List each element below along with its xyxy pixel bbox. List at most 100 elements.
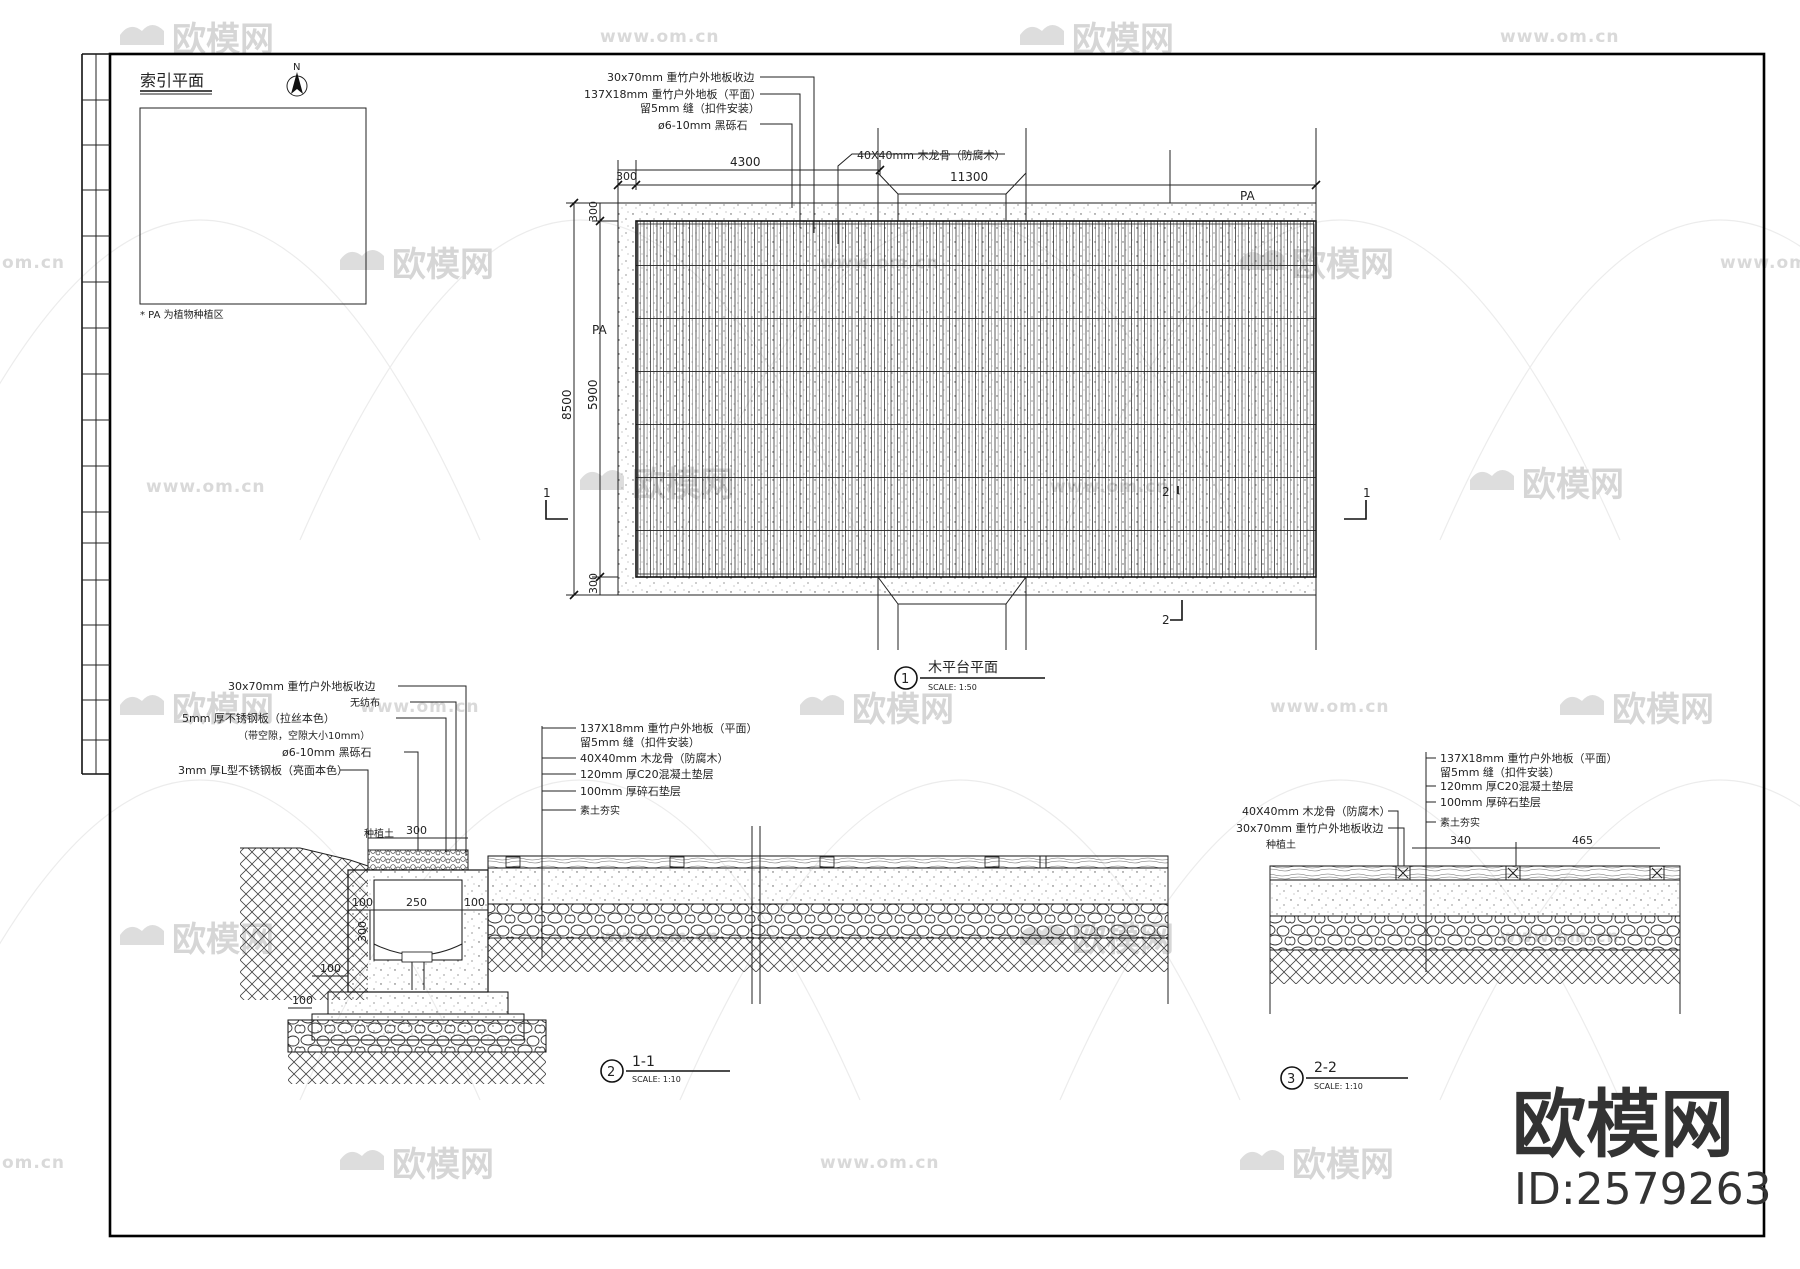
brand-large-text: 欧模网 bbox=[1512, 1082, 1734, 1168]
sec1-label-right-4: 100mm 厚碎石垫层 bbox=[580, 784, 681, 798]
sec1-label-right-5: 素土夯实 bbox=[580, 804, 620, 817]
watermark-brand-2: 欧模网 bbox=[340, 245, 494, 285]
sec2-bottom: 2 bbox=[1162, 613, 1170, 627]
brand-id-text: ID:2579263 bbox=[1514, 1164, 1772, 1215]
watermark-logo-icon bbox=[120, 695, 164, 715]
watermark-brand-7: 欧模网 bbox=[800, 690, 954, 730]
watermark-brand-text: 欧模网 bbox=[172, 690, 274, 730]
sec1-title: 1-1 bbox=[632, 1054, 655, 1070]
watermark-brand-text: 欧模网 bbox=[852, 690, 954, 730]
watermark-brand-11: 欧模网 bbox=[340, 1145, 494, 1185]
sec1-labels-right: 137X18mm 重竹户外地板（平面） 留5mm 缝（扣件安装） 40X40mm… bbox=[541, 721, 757, 958]
plan-title-block: 1 木平台平面 SCALE: 1:50 bbox=[894, 660, 1045, 692]
sec1-right: 1 bbox=[1363, 486, 1371, 500]
watermark-url-0: www.om.cn bbox=[600, 27, 720, 47]
watermark-logo-icon bbox=[1470, 470, 1514, 490]
index-plan: 索引平面 N * PA 为植物种植区 bbox=[139, 62, 367, 321]
pa-label-top: PA bbox=[1240, 189, 1255, 203]
dim-4300: 4300 bbox=[730, 155, 761, 169]
watermark-brand-text: 欧模网 bbox=[1612, 690, 1714, 730]
plan-title: 木平台平面 bbox=[928, 660, 998, 676]
sec2-title: 2-2 bbox=[1314, 1060, 1337, 1076]
watermark-logo-icon bbox=[1240, 1150, 1284, 1170]
section-2-2-view: 340 465 137X18mm 重竹户外地板（平面） 留5mm 缝（扣件安装）… bbox=[1236, 751, 1681, 1091]
plan-scale: SCALE: 1:50 bbox=[928, 683, 977, 692]
sec2-dim-340: 340 bbox=[1450, 834, 1471, 847]
sec1-label-left-5: 3mm 厚L型不锈钢板（亮面本色） bbox=[178, 763, 348, 777]
watermark-url-partial-0: om.cn bbox=[2, 253, 65, 273]
watermark-brand-12: 欧模网 bbox=[1240, 1145, 1394, 1185]
sec1-scale: SCALE: 1:10 bbox=[632, 1075, 681, 1084]
deck-plan-view: PA PA 300 4300 11300 bbox=[543, 70, 1371, 692]
sec2-label-right-3: 100mm 厚碎石垫层 bbox=[1440, 795, 1541, 809]
plan-dimensions-top: 300 4300 11300 bbox=[613, 155, 1321, 203]
sec1-dim-300-w: 300 bbox=[406, 824, 427, 837]
sec2-scale: SCALE: 1:10 bbox=[1314, 1082, 1363, 1091]
watermark-url-3: www.om.cn bbox=[1720, 253, 1800, 273]
section-markers: 1 1 2 2 bbox=[543, 485, 1371, 627]
sec2-label-left-2: 种植土 bbox=[1266, 838, 1296, 851]
plan-joist-label: 40X40mm 木龙骨（防腐木） bbox=[857, 148, 1005, 162]
title-strip bbox=[81, 53, 110, 775]
entry-step-bottom bbox=[877, 576, 1027, 650]
sec1-dim-100a: 100 bbox=[352, 896, 373, 909]
watermark-logo-icon bbox=[120, 925, 164, 945]
sec1-dim-300-h: 300 bbox=[356, 921, 369, 942]
sec1-label-right-1: 留5mm 缝（扣件安装） bbox=[580, 735, 700, 749]
sec1-label-right-0: 137X18mm 重竹户外地板（平面） bbox=[580, 721, 757, 735]
plan-leader-labels: 30x70mm 重竹户外地板收边 137X18mm 重竹户外地板（平面） 留5m… bbox=[584, 70, 1005, 244]
sec2-label-left-0: 40X40mm 木龙骨（防腐木） bbox=[1242, 804, 1390, 818]
plan-label-3: ø6-10mm 黑砾石 bbox=[658, 119, 748, 132]
watermark-brand-5: 欧模网 bbox=[1470, 465, 1624, 505]
dim-300-top: 300 bbox=[616, 170, 637, 183]
sec1-title-num: 2 bbox=[607, 1065, 615, 1080]
watermark-logo-icon bbox=[340, 1150, 384, 1170]
index-plan-title: 索引平面 bbox=[140, 71, 204, 90]
sec2-label-left-1: 30x70mm 重竹户外地板收边 bbox=[1236, 821, 1383, 835]
sec1-drain-channel bbox=[287, 869, 547, 1084]
watermark-url-1: www.om.cn bbox=[1500, 27, 1620, 47]
sec1-deck-layers bbox=[487, 826, 1169, 1004]
index-plan-frame bbox=[139, 107, 367, 305]
brand-stamp: 欧模网 ID:2579263 bbox=[1512, 1082, 1772, 1215]
watermark-logo-icon bbox=[580, 470, 624, 490]
sec2-top: 2 bbox=[1162, 485, 1170, 499]
dim-300-bottom: 300 bbox=[587, 573, 600, 594]
sec1-title-block: 2 1-1 SCALE: 1:10 bbox=[600, 1054, 730, 1084]
sec1-label-left-3: （带空隙，空隙大小10mm） bbox=[238, 729, 370, 742]
watermark-url-4: www.om.cn bbox=[146, 477, 266, 497]
sec1-soil-slope bbox=[240, 848, 368, 1000]
watermark-brand-text: 欧模网 bbox=[1522, 465, 1624, 505]
sec1-label-left-4: ø6-10mm 黑砾石 bbox=[282, 746, 372, 759]
watermark-logo-icon bbox=[120, 25, 164, 45]
watermark-brand-text: 欧模网 bbox=[392, 1145, 494, 1185]
entry-step-top bbox=[877, 128, 1027, 221]
watermark-logo-icon bbox=[1020, 25, 1064, 45]
watermark-logo-icon bbox=[800, 695, 844, 715]
sec2-title-num: 3 bbox=[1287, 1072, 1295, 1087]
plan-label-0: 30x70mm 重竹户外地板收边 bbox=[607, 70, 754, 84]
deck-boards bbox=[635, 220, 1317, 578]
dim-5900: 5900 bbox=[586, 379, 600, 410]
watermark-brand-text: 欧模网 bbox=[392, 245, 494, 285]
sec1-label-right-2: 40X40mm 木龙骨（防腐木） bbox=[580, 751, 728, 765]
watermark-url-partial-1: om.cn bbox=[2, 1153, 65, 1173]
sec1-dim-100c: 100 bbox=[320, 962, 341, 975]
sec1-labels-left: 30x70mm 重竹户外地板收边 无纺布 5mm 厚不锈钢板（拉丝本色） （带空… bbox=[178, 679, 467, 856]
watermark-brand-8: 欧模网 bbox=[1560, 690, 1714, 730]
watermark-brand-6: 欧模网 bbox=[120, 690, 274, 730]
sec1-dim-100b: 100 bbox=[464, 896, 485, 909]
index-plan-note: * PA 为植物种植区 bbox=[140, 308, 224, 321]
dim-11300: 11300 bbox=[950, 170, 988, 184]
outer-border bbox=[108, 52, 1766, 1238]
plan-title-num: 1 bbox=[901, 672, 909, 687]
sec1-dimensions: 300 250 100 100 300 100 100 bbox=[288, 824, 488, 1009]
sec1-label-right-3: 120mm 厚C20混凝土垫层 bbox=[580, 767, 714, 781]
sec2-label-right-1: 留5mm 缝（扣件安装） bbox=[1440, 765, 1560, 779]
north-arrow-icon: N bbox=[286, 62, 308, 97]
sec1-dim-250: 250 bbox=[406, 896, 427, 909]
north-label: N bbox=[293, 62, 300, 73]
watermark-brand-text: 欧模网 bbox=[1292, 1145, 1394, 1185]
sec1-label-left-2: 5mm 厚不锈钢板（拉丝本色） bbox=[182, 711, 335, 725]
